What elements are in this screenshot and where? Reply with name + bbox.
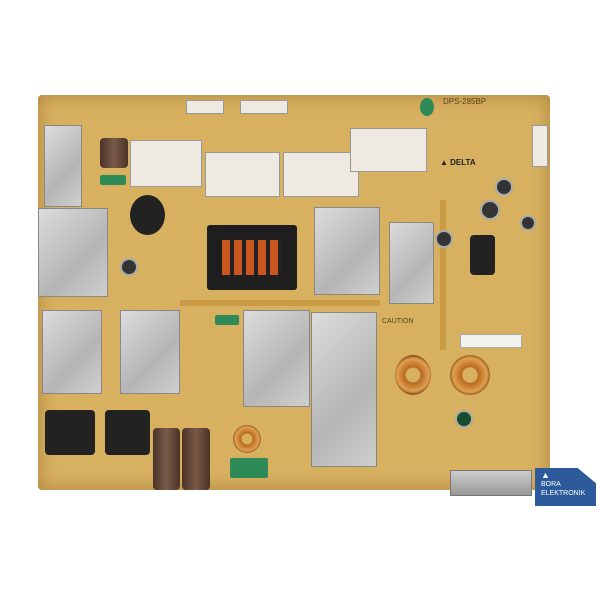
connector <box>186 100 224 114</box>
inductor <box>470 235 495 275</box>
heat-sink <box>389 222 434 304</box>
heat-sink <box>311 312 377 467</box>
heat-sink <box>38 208 108 297</box>
pcb-trace <box>440 200 446 350</box>
model-label: DPS-285BP <box>443 97 487 106</box>
heat-sink <box>243 310 310 407</box>
toroid-choke <box>395 355 431 395</box>
heat-sink <box>314 207 380 295</box>
heat-sink <box>42 310 102 394</box>
film-capacitor <box>100 175 126 185</box>
capacitor <box>455 410 473 428</box>
connector <box>283 152 359 197</box>
film-capacitors <box>230 458 268 478</box>
connector <box>240 100 288 114</box>
inductor <box>45 410 95 455</box>
heat-sink <box>44 125 82 207</box>
metal-bracket <box>450 470 532 496</box>
inductor <box>130 195 165 235</box>
capacitor <box>153 428 180 490</box>
capacitor <box>495 178 513 196</box>
connector <box>130 140 202 187</box>
pcb-trace <box>180 300 380 306</box>
caution-label: CAUTION <box>382 318 414 325</box>
capacitor <box>100 138 128 168</box>
capacitor <box>435 230 453 248</box>
toroid-choke <box>233 425 261 453</box>
toroid-choke <box>450 355 490 395</box>
watermark-brand: BORA <box>541 481 561 488</box>
inductor <box>105 410 150 455</box>
delta-logo: ▲ DELTA <box>440 158 476 167</box>
connector <box>205 152 280 197</box>
connector <box>532 125 548 167</box>
bora-logo-icon: ▲ <box>541 470 550 480</box>
watermark-brand-sub: ELEKTRONIK <box>541 490 586 497</box>
film-capacitor <box>420 98 434 116</box>
capacitor <box>120 258 138 276</box>
capacitor <box>182 428 210 490</box>
film-capacitor <box>215 315 239 325</box>
transformer <box>207 225 297 290</box>
barcode-sticker <box>460 334 522 348</box>
capacitor <box>520 215 536 231</box>
heat-sink <box>120 310 180 394</box>
bora-elektronik-watermark: ▲ BORA ELEKTRONIK <box>535 468 596 506</box>
connector <box>350 128 427 172</box>
capacitor <box>480 200 500 220</box>
